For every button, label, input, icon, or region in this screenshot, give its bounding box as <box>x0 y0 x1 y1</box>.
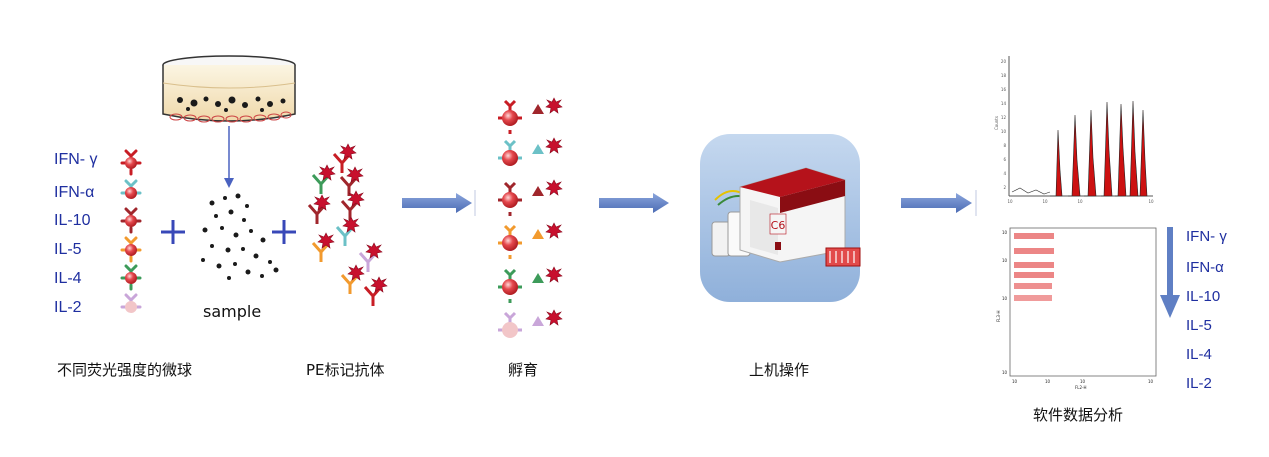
caption-instrument: 上机操作 <box>749 361 810 379</box>
svg-text:10: 10 <box>1077 199 1083 204</box>
left-label-il-2: IL-2 <box>54 299 82 316</box>
caption-beads: 不同荧光强度的微球 <box>57 361 193 379</box>
svg-text:10: 10 <box>1002 296 1008 301</box>
left-label-il-10: IL-10 <box>54 212 91 229</box>
right-arrow-icon <box>599 193 669 213</box>
svg-text:10: 10 <box>1002 230 1008 235</box>
plus-icon <box>161 220 185 244</box>
bead-ifn-gamma <box>120 149 142 176</box>
svg-text:18: 18 <box>1001 73 1007 78</box>
svg-text:10: 10 <box>1007 199 1013 204</box>
left-label-il-5: IL-5 <box>54 241 82 258</box>
svg-text:14: 14 <box>1001 101 1007 106</box>
right-label-il-5: IL-5 <box>1186 317 1212 334</box>
caption-antibody: PE标记抗体 <box>306 361 385 379</box>
svg-text:16: 16 <box>1001 87 1007 92</box>
svg-text:2: 2 <box>1003 185 1006 190</box>
instrument-logo: C6 <box>771 219 786 232</box>
left-label-ifn-alpha: IFN-α <box>54 184 95 201</box>
bead-il-4 <box>120 264 142 291</box>
sample-particles <box>201 193 279 280</box>
dot-plot-populations <box>1014 233 1054 301</box>
svg-text:8: 8 <box>1003 143 1006 148</box>
down-arrow-icon <box>1160 227 1180 318</box>
right-arrow-icon <box>901 193 972 213</box>
dot-plot: 10 10 10 10 FL2-H 10 10 10 10 FL3-H <box>996 227 1157 390</box>
svg-text:10: 10 <box>1012 379 1018 384</box>
right-label-il-10: IL-10 <box>1186 288 1221 305</box>
bead-il-2 <box>120 293 142 313</box>
incubated-complexes <box>498 97 563 338</box>
right-label-ifn-alpha: IFN-α <box>1186 259 1224 276</box>
bead-il-10 <box>120 207 142 234</box>
left-label-il-4: IL-4 <box>54 270 82 287</box>
caption-sample: sample <box>203 302 262 321</box>
svg-text:12: 12 <box>1001 115 1007 120</box>
svg-text:10: 10 <box>1002 370 1008 375</box>
dot-plot-xlabel: FL2-H <box>1075 385 1087 390</box>
svg-text:6: 6 <box>1003 157 1006 162</box>
caption-incubate: 孵育 <box>508 361 539 379</box>
down-arrow-icon <box>224 126 234 188</box>
flow-cytometer-instrument: C6 <box>700 134 861 302</box>
fluorescence-histogram: 20 18 16 14 12 10 8 6 4 2 Counts 10 10 1… <box>994 56 1154 204</box>
right-label-il-2: IL-2 <box>1186 375 1212 392</box>
svg-text:10: 10 <box>1045 379 1051 384</box>
bead-il-5 <box>120 236 142 263</box>
svg-text:20: 20 <box>1001 59 1007 64</box>
right-label-ifn-gamma: IFN- γ <box>1186 228 1227 245</box>
bead-ifn-alpha <box>120 179 142 199</box>
right-label-il-4: IL-4 <box>1186 346 1212 363</box>
left-bead-column <box>120 149 142 313</box>
svg-text:10: 10 <box>1080 379 1086 384</box>
svg-text:10: 10 <box>1002 258 1008 263</box>
dot-plot-ylabel: FL3-H <box>996 310 1001 322</box>
petri-dish-icon <box>162 55 296 123</box>
right-arrow-icon <box>402 193 472 213</box>
svg-text:10: 10 <box>1001 129 1007 134</box>
plus-icon <box>272 220 296 244</box>
left-label-ifn-gamma: IFN- γ <box>54 151 98 168</box>
histogram-ylabel: Counts <box>994 116 999 130</box>
svg-text:10: 10 <box>1148 199 1154 204</box>
svg-text:10: 10 <box>1148 379 1154 384</box>
caption-analysis: 软件数据分析 <box>1033 406 1124 424</box>
svg-text:4: 4 <box>1003 171 1006 176</box>
svg-text:10: 10 <box>1042 199 1048 204</box>
pe-antibody-cluster <box>307 143 388 306</box>
